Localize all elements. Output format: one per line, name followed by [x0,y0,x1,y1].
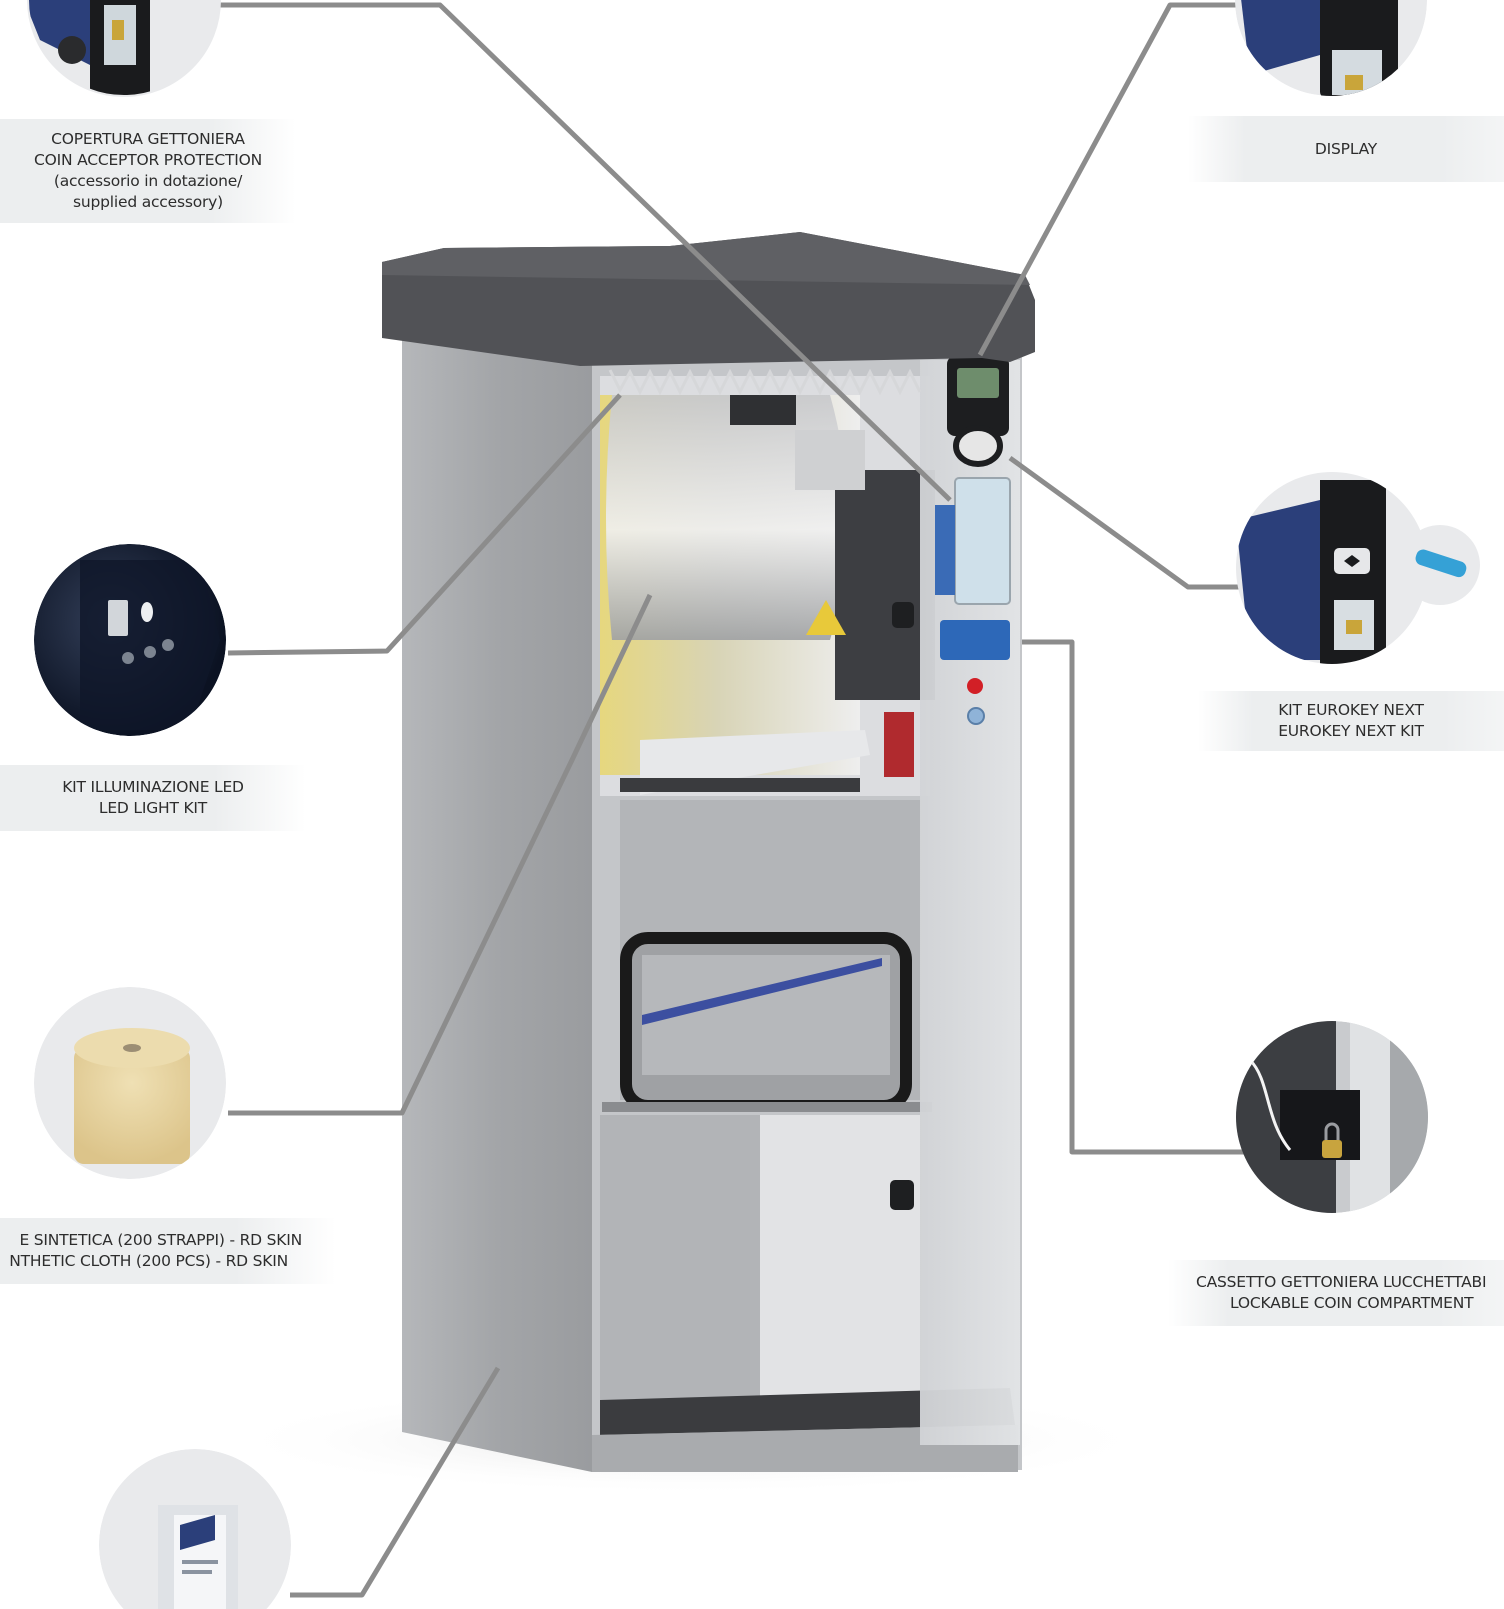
red-button [967,678,983,694]
thumbnail-bottom-accessory [99,1449,291,1609]
red-emergency-box [884,712,914,777]
dispenser-mechanism [835,470,935,700]
label-coin-protection-line-2: COIN ACCEPTOR PROTECTION [33,151,263,169]
coin-slot-button [953,425,1003,467]
roof-ridge [382,232,1030,285]
roller-bar [620,778,860,792]
leader-coin-compartment [1022,639,1268,1155]
warning-sticker [806,600,846,635]
label-display: DISPLAY [1188,116,1504,182]
leader-led-kit [227,393,622,656]
leader-coin-protection [218,2,952,502]
label-coin-protection-line-3: (accessorio in dotazione/ [53,172,243,190]
leader-cloth [228,593,653,1116]
thumb-ring-coin [27,0,221,97]
label-coin-protection-line-4: supplied accessory) [73,193,223,211]
label-coin-compartment: CASSETTO GETTONIERA LUCCHETTABI LOCKABLE… [1168,1260,1504,1326]
label-led-kit-line-1: KIT ILLUMINAZIONE LED [62,778,244,796]
eurokey-fob-icon [1415,549,1467,578]
window-ledge [602,1102,932,1112]
label-led-kit-line-2: LED LIGHT KIT [98,799,208,817]
coin-acceptor [954,477,1011,605]
label-coin-protection: COPERTURA GETTONIERA COIN ACCEPTOR PROTE… [0,119,296,223]
lower-door-glass [760,1115,920,1405]
label-led-kit: KIT ILLUMINAZIONE LED LED LIGHT KIT [0,765,306,831]
label-eurokey-line-2: EUROKEY NEXT KIT [1278,722,1424,740]
label-eurokey-line-1: KIT EUROKEY NEXT [1278,701,1424,719]
label-coin-compartment-line-2: LOCKABLE COIN COMPARTMENT [1230,1294,1474,1312]
thumbnail-coin-protection [28,0,220,96]
mechanism-side-plate [795,430,865,490]
door-lock-upper [892,602,914,628]
lower-panel [600,1115,760,1405]
roof-serrated-edge [608,368,922,396]
label-display-line-1: DISPLAY [1314,139,1378,158]
door-lock-lower [890,1180,914,1210]
leader-bottom [290,1366,501,1598]
cabinet-base-plinth [600,1388,1015,1435]
cabinet-side-panel [402,320,592,1472]
mechanism-top-tab [730,395,796,425]
label-synthetic-cloth-line-2: NTHETIC CLOTH (200 PCS) - RD SKIN [9,1252,288,1270]
thumbnail-display [1235,0,1427,96]
label-coin-protection-line-1: COPERTURA GETTONIERA [51,130,245,148]
label-coin-compartment-line-1: CASSETTO GETTONIERA LUCCHETTABI [1196,1273,1487,1291]
thumbnail-led-kit [34,544,226,736]
thumbnail-coin-compartment [1236,1021,1428,1213]
thumbnail-eurokey [1236,472,1480,664]
leader-eurokey [1008,455,1270,590]
cabinet-base-front [592,1425,1018,1472]
display-screen [957,368,999,398]
coin-acceptor-blue [935,505,955,595]
label-eurokey: KIT EUROKEY NEXT EUROKEY NEXT KIT [1198,691,1504,751]
thumbnail-synthetic-cloth [34,987,226,1179]
coin-compartment-blue [940,620,1010,660]
window-blue-stripe [642,958,882,1025]
roll-dispenser-drum [606,395,848,640]
vending-cabinet [382,232,1035,1472]
label-synthetic-cloth: E SINTETICA (200 STRAPPI) - RD SKIN NTHE… [0,1218,336,1284]
label-synthetic-cloth-line-1: E SINTETICA (200 STRAPPI) - RD SKIN [19,1231,302,1249]
blue-key-switch [967,707,985,725]
window-inner-glass [642,955,890,1075]
